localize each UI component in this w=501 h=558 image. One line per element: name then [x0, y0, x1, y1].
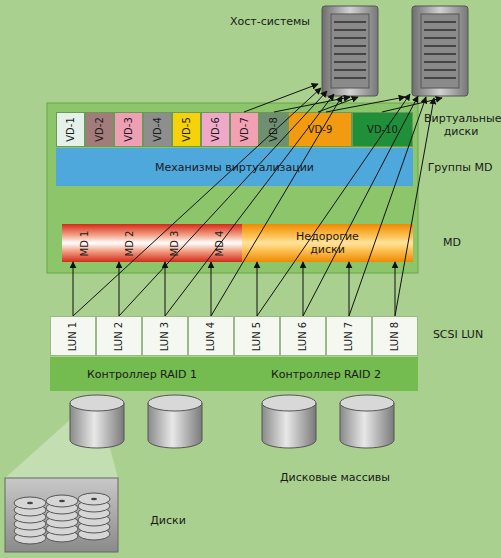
virtual-disk: VD-10: [352, 112, 413, 147]
box-label: MD 4: [214, 230, 225, 256]
cheap-disks-band: Недорогие диски: [242, 224, 413, 262]
box-label: VD-7: [239, 117, 250, 142]
md-band: MD 3: [152, 224, 197, 262]
scsi-lun: LUN 2: [96, 316, 142, 356]
box-label: LUN 6: [297, 321, 308, 350]
virtual-disk: VD-2: [85, 112, 114, 147]
host-arrow: [303, 96, 418, 316]
host-arrow: [119, 91, 327, 316]
host-arrow: [395, 98, 434, 316]
raid-controller: Контроллер RAID 1: [50, 357, 234, 391]
box-label: LUN 1: [67, 321, 78, 350]
virtual-disk: VD-1: [56, 112, 85, 147]
layer-label: SCSI LUN: [418, 328, 498, 341]
box-label: VD-5: [181, 117, 192, 142]
box-label: MD 2: [124, 230, 135, 256]
box-label: MD 3: [169, 230, 180, 256]
md-band: MD 4: [197, 224, 242, 262]
lun-arrow: [257, 262, 258, 316]
lun-arrow: [119, 262, 120, 316]
box-label: VD-9: [308, 124, 333, 135]
box-label: VD-1: [65, 117, 76, 142]
lun-arrow: [211, 262, 212, 316]
lun-arrow: [303, 262, 304, 316]
host-server: [322, 6, 378, 96]
box-label: VD-2: [94, 117, 105, 142]
virtual-disk: VD-9: [288, 112, 352, 147]
host-arrows: [73, 84, 442, 316]
box-label: VD-3: [123, 117, 134, 142]
host-arrow: [349, 97, 426, 316]
group-label: Хост-системы: [222, 15, 318, 28]
disk-array: [262, 395, 316, 448]
host-arrow: [211, 96, 342, 316]
box-label: LUN 3: [159, 321, 170, 350]
virtualization-panel: [47, 103, 418, 273]
disks-inset: [5, 478, 118, 552]
host-arrow: [73, 88, 321, 316]
scsi-lun: LUN 3: [142, 316, 188, 356]
layer-label: MD: [430, 236, 474, 249]
host-arrow: [318, 97, 358, 112]
box-label: LUN 2: [113, 321, 124, 350]
box-label: LUN 7: [343, 321, 354, 350]
layer-label: Виртуальные диски: [424, 112, 498, 138]
box-label: Контроллер RAID 2: [271, 368, 381, 381]
box-label: MD 1: [79, 230, 90, 256]
disk-array: [340, 395, 394, 448]
scsi-lun: LUN 1: [50, 316, 96, 356]
box-label: VD-8: [268, 117, 279, 142]
lun-arrow: [395, 262, 396, 316]
host-arrow: [244, 84, 318, 112]
caption-label: Диски: [135, 514, 201, 527]
scsi-lun: LUN 4: [188, 316, 234, 356]
box-label: LUN 8: [389, 321, 400, 350]
disk-array: [148, 395, 202, 448]
lun-arrow: [73, 262, 74, 316]
host-arrow: [165, 94, 334, 316]
virtual-disk: VD-7: [230, 112, 259, 147]
md-band: MD 1: [62, 224, 107, 262]
caption-label: Дисковые массивы: [268, 471, 402, 484]
box-label: VD-4: [152, 117, 163, 142]
disk-array: [70, 395, 124, 448]
virtual-disk: VD-5: [172, 112, 201, 147]
virtual-disk: VD-4: [143, 112, 172, 147]
host-arrow: [257, 94, 410, 316]
scsi-lun: LUN 8: [372, 316, 418, 356]
box-label: VD-6: [210, 117, 221, 142]
md-band: MD 2: [107, 224, 152, 262]
box-label: Контроллер RAID 1: [87, 368, 197, 381]
lun-arrow: [165, 262, 166, 316]
host-arrow: [274, 97, 350, 112]
virtualization-band: Механизмы виртуализации: [56, 148, 413, 186]
box-label: Недорогие диски: [288, 230, 368, 256]
scsi-lun: LUN 5: [234, 316, 280, 356]
virtual-disk: VD-3: [114, 112, 143, 147]
layer-label: Группы MD: [420, 161, 500, 174]
host-arrow: [382, 98, 442, 112]
scsi-lun: LUN 6: [280, 316, 326, 356]
host-server: [412, 6, 468, 96]
box-label: Механизмы виртуализации: [155, 161, 314, 174]
scsi-lun: LUN 7: [326, 316, 372, 356]
virtual-disk: VD-6: [201, 112, 230, 147]
lun-arrow: [349, 262, 350, 316]
virtual-disk: VD-8: [259, 112, 288, 147]
box-label: LUN 4: [205, 321, 216, 350]
box-label: VD-10: [367, 124, 398, 135]
host-arrow: [326, 97, 405, 112]
raid-controller: Контроллер RAID 2: [234, 357, 418, 391]
box-label: LUN 5: [251, 321, 262, 350]
